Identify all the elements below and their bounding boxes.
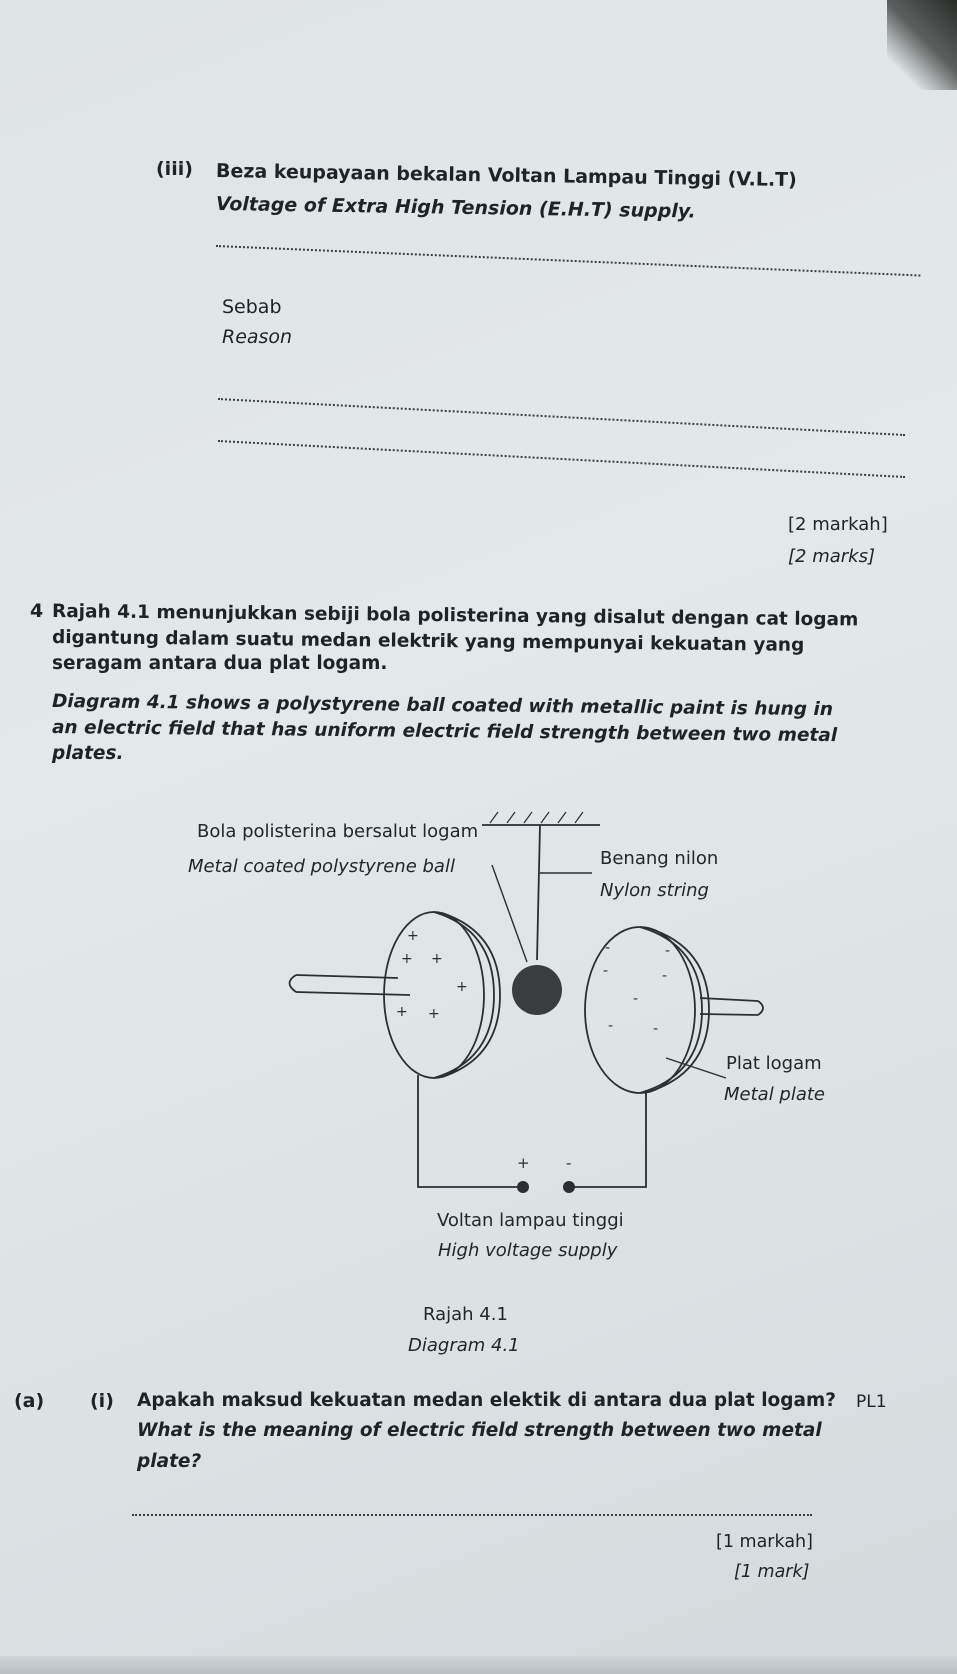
supply-label-english: High voltage supply [438, 1240, 618, 1261]
right-plate-charges: - - - - - - - [603, 940, 670, 1037]
terminal-negative-sign: - [566, 1154, 571, 1172]
charge-minus: - [653, 1021, 658, 1037]
page-corner-shadow [887, 0, 957, 90]
part-iii-number: (iii) [156, 158, 193, 180]
reason-english: Reason [222, 326, 293, 348]
plate-label-leader [665, 1057, 727, 1079]
caption-english: Diagram 4.1 [408, 1335, 520, 1356]
charge-minus: - [662, 968, 667, 984]
ceiling-hatching [489, 811, 584, 824]
polystyrene-ball [512, 965, 562, 1015]
ball-label-leader [491, 864, 528, 963]
charge-plus: + [431, 951, 443, 967]
left-insulating-rod [288, 974, 411, 996]
question-english-line-3: plates. [52, 743, 124, 764]
string-label-malay: Benang nilon [600, 848, 718, 869]
positive-terminal [517, 1181, 529, 1193]
answer-line-4[interactable] [132, 1514, 812, 1516]
part-a-english-line-1: What is the meaning of electric field st… [137, 1420, 822, 1441]
part-a-marks-malay: [1 markah] [716, 1532, 813, 1552]
part-a-label: (a) [14, 1390, 45, 1412]
part-iii-marks-malay: [2 markah] [788, 514, 888, 535]
right-insulating-rod [699, 997, 764, 1016]
circuit-wire [417, 1075, 647, 1188]
part-a-sub-label: (i) [90, 1390, 114, 1412]
part-a-malay: Apakah maksud kekuatan medan elektik di … [137, 1390, 836, 1411]
page-bottom-edge [0, 1656, 957, 1674]
part-a-english-line-2: plate? [137, 1451, 202, 1472]
question-malay-line-3: seragam antara dua plat logam. [52, 653, 388, 674]
reason-malay: Sebab [222, 296, 282, 318]
part-a-marks-english: [1 mark] [734, 1562, 810, 1582]
string-label-english: Nylon string [600, 880, 709, 901]
nylon-string [536, 824, 541, 961]
charge-plus: + [428, 1006, 440, 1022]
supply-label-malay: Voltan lampau tinggi [437, 1210, 624, 1231]
charge-minus: - [603, 963, 608, 979]
caption-malay: Rajah 4.1 [423, 1304, 508, 1325]
plate-label-english: Metal plate [724, 1084, 825, 1105]
pl-level-badge: PL1 [856, 1392, 887, 1412]
ball-label-malay: Bola polisterina bersalut logam [197, 821, 478, 842]
charge-plus: + [396, 1004, 408, 1020]
right-metal-plate [584, 926, 710, 1094]
question-number: 4 [30, 600, 44, 622]
charge-plus: + [407, 928, 419, 944]
negative-terminal [563, 1181, 575, 1193]
plate-label-malay: Plat logam [726, 1053, 822, 1074]
charge-minus: - [605, 940, 610, 956]
terminal-positive-sign: + [517, 1154, 530, 1172]
part-iii-marks-english: [2 marks] [788, 546, 875, 567]
charge-plus: + [456, 979, 468, 995]
charge-minus: - [633, 991, 638, 1007]
charge-plus: + [401, 951, 413, 967]
charge-minus: - [665, 943, 670, 959]
ball-label-english: Metal coated polystyrene ball [188, 856, 455, 877]
charge-minus: - [608, 1018, 613, 1034]
left-plate-charges: + + + + + + [396, 928, 468, 1022]
